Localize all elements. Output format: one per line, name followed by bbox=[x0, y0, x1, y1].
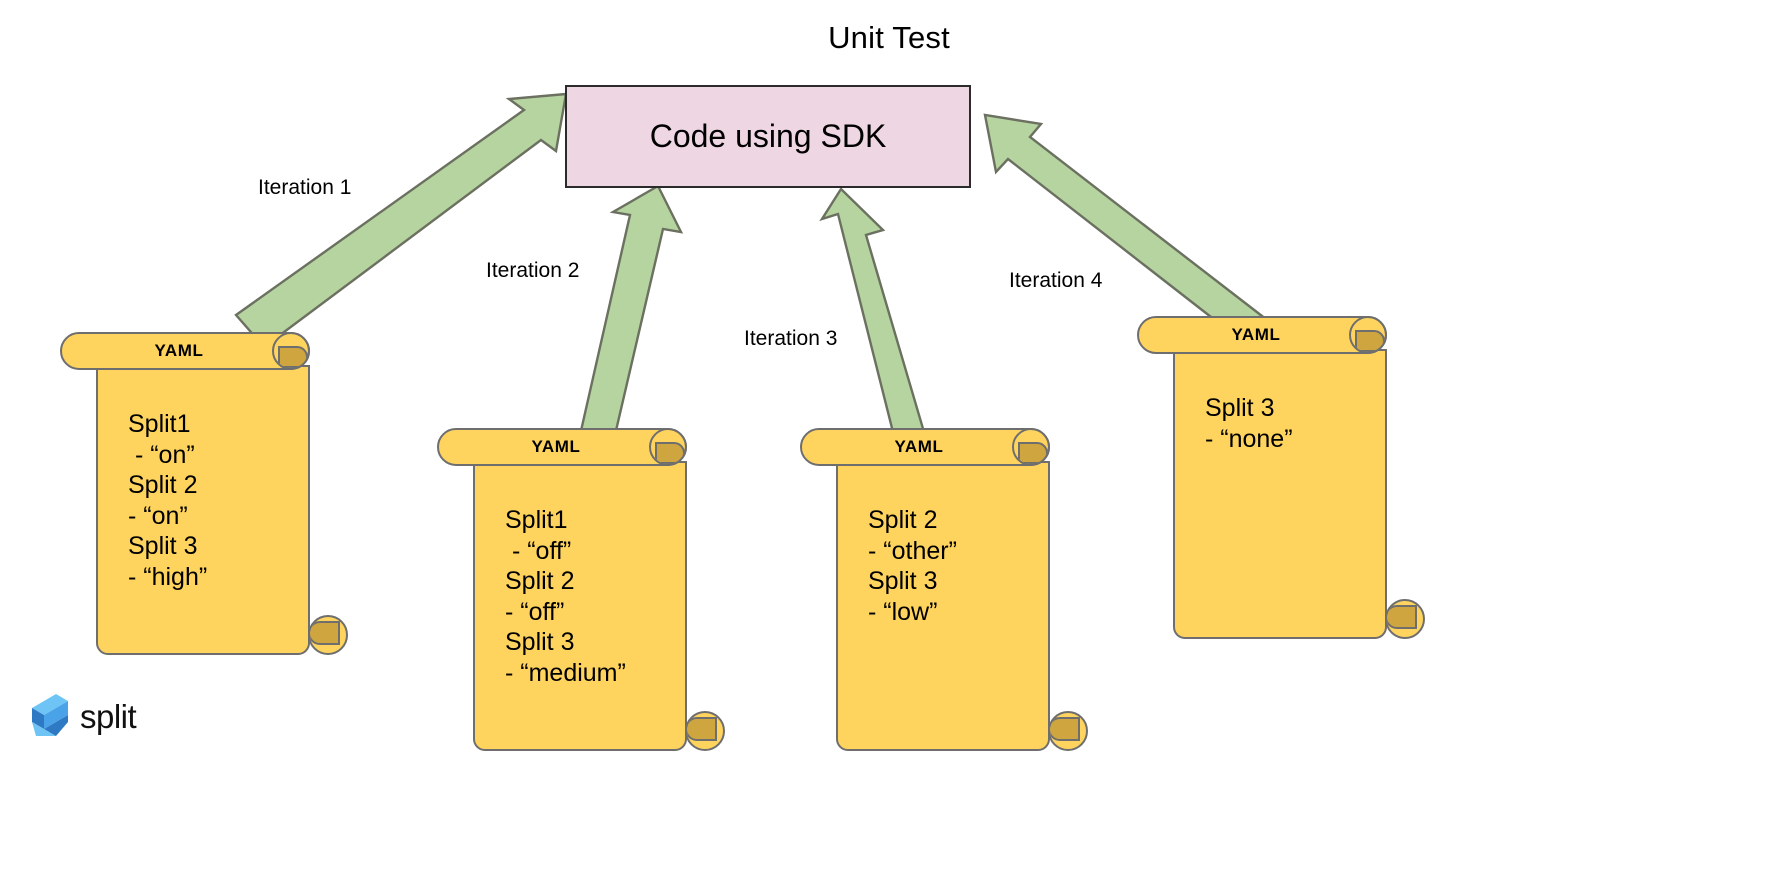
yaml-scroll-4-top-curl-icon bbox=[1349, 316, 1387, 354]
edge-label-iteration-1: Iteration 1 bbox=[258, 176, 352, 199]
yaml-scroll-3-top-curl-icon bbox=[1012, 428, 1050, 466]
diagram-title: Unit Test bbox=[828, 20, 950, 55]
split-logo-mark-icon bbox=[32, 694, 68, 736]
yaml-scroll-1: YAML Split1 - “on” Split 2 - “on” Split … bbox=[60, 332, 350, 662]
yaml-scroll-2: YAML Split1 - “off” Split 2 - “off” Spli… bbox=[437, 428, 727, 758]
yaml-scroll-1-banner: YAML bbox=[60, 332, 310, 370]
code-using-sdk-node: Code using SDK bbox=[565, 85, 971, 188]
split-logo: split bbox=[30, 686, 180, 742]
yaml-scroll-3-banner-label: YAML bbox=[894, 437, 944, 456]
yaml-scroll-4-text: Split 3 - “none” bbox=[1205, 394, 1293, 453]
yaml-scroll-3-text: Split 2 - “other” Split 3 - “low” bbox=[868, 506, 957, 626]
yaml-scroll-1-bottom-curl-icon bbox=[308, 615, 348, 655]
yaml-scroll-2-bottom-curl-icon bbox=[685, 711, 725, 751]
yaml-scroll-3: YAML Split 2 - “other” Split 3 - “low” bbox=[800, 428, 1090, 758]
yaml-scroll-1-top-curl-icon bbox=[272, 332, 310, 370]
yaml-scroll-3-body bbox=[836, 461, 1050, 751]
edge-label-iteration-2: Iteration 2 bbox=[486, 259, 580, 282]
yaml-scroll-4-banner-label: YAML bbox=[1231, 325, 1281, 344]
code-using-sdk-label: Code using SDK bbox=[649, 118, 887, 154]
yaml-scroll-1-text: Split1 - “on” Split 2 - “on” Split 3 - “… bbox=[128, 410, 208, 591]
yaml-scroll-1-body bbox=[96, 365, 310, 655]
arrow-iteration-4 bbox=[983, 113, 1264, 340]
yaml-scroll-4-bottom-curl-icon bbox=[1385, 599, 1425, 639]
yaml-scroll-4: YAML Split 3 - “none” bbox=[1137, 316, 1427, 646]
yaml-scroll-2-banner-label: YAML bbox=[531, 437, 581, 456]
arrow-iteration-2 bbox=[576, 184, 684, 454]
yaml-scroll-2-body bbox=[473, 461, 687, 751]
yaml-scroll-3-bottom-curl-icon bbox=[1048, 711, 1088, 751]
split-logo-wordmark: split bbox=[80, 697, 137, 735]
yaml-scroll-1-banner-label: YAML bbox=[154, 341, 204, 360]
arrow-iteration-3 bbox=[819, 187, 926, 442]
yaml-scroll-4-body bbox=[1173, 349, 1387, 639]
yaml-scroll-2-text: Split1 - “off” Split 2 - “off” Split 3 -… bbox=[505, 506, 626, 687]
edge-label-iteration-3: Iteration 3 bbox=[744, 327, 838, 350]
edge-label-iteration-4: Iteration 4 bbox=[1009, 269, 1103, 292]
arrow-iteration-1 bbox=[234, 92, 568, 349]
yaml-scroll-2-top-curl-icon bbox=[649, 428, 687, 466]
